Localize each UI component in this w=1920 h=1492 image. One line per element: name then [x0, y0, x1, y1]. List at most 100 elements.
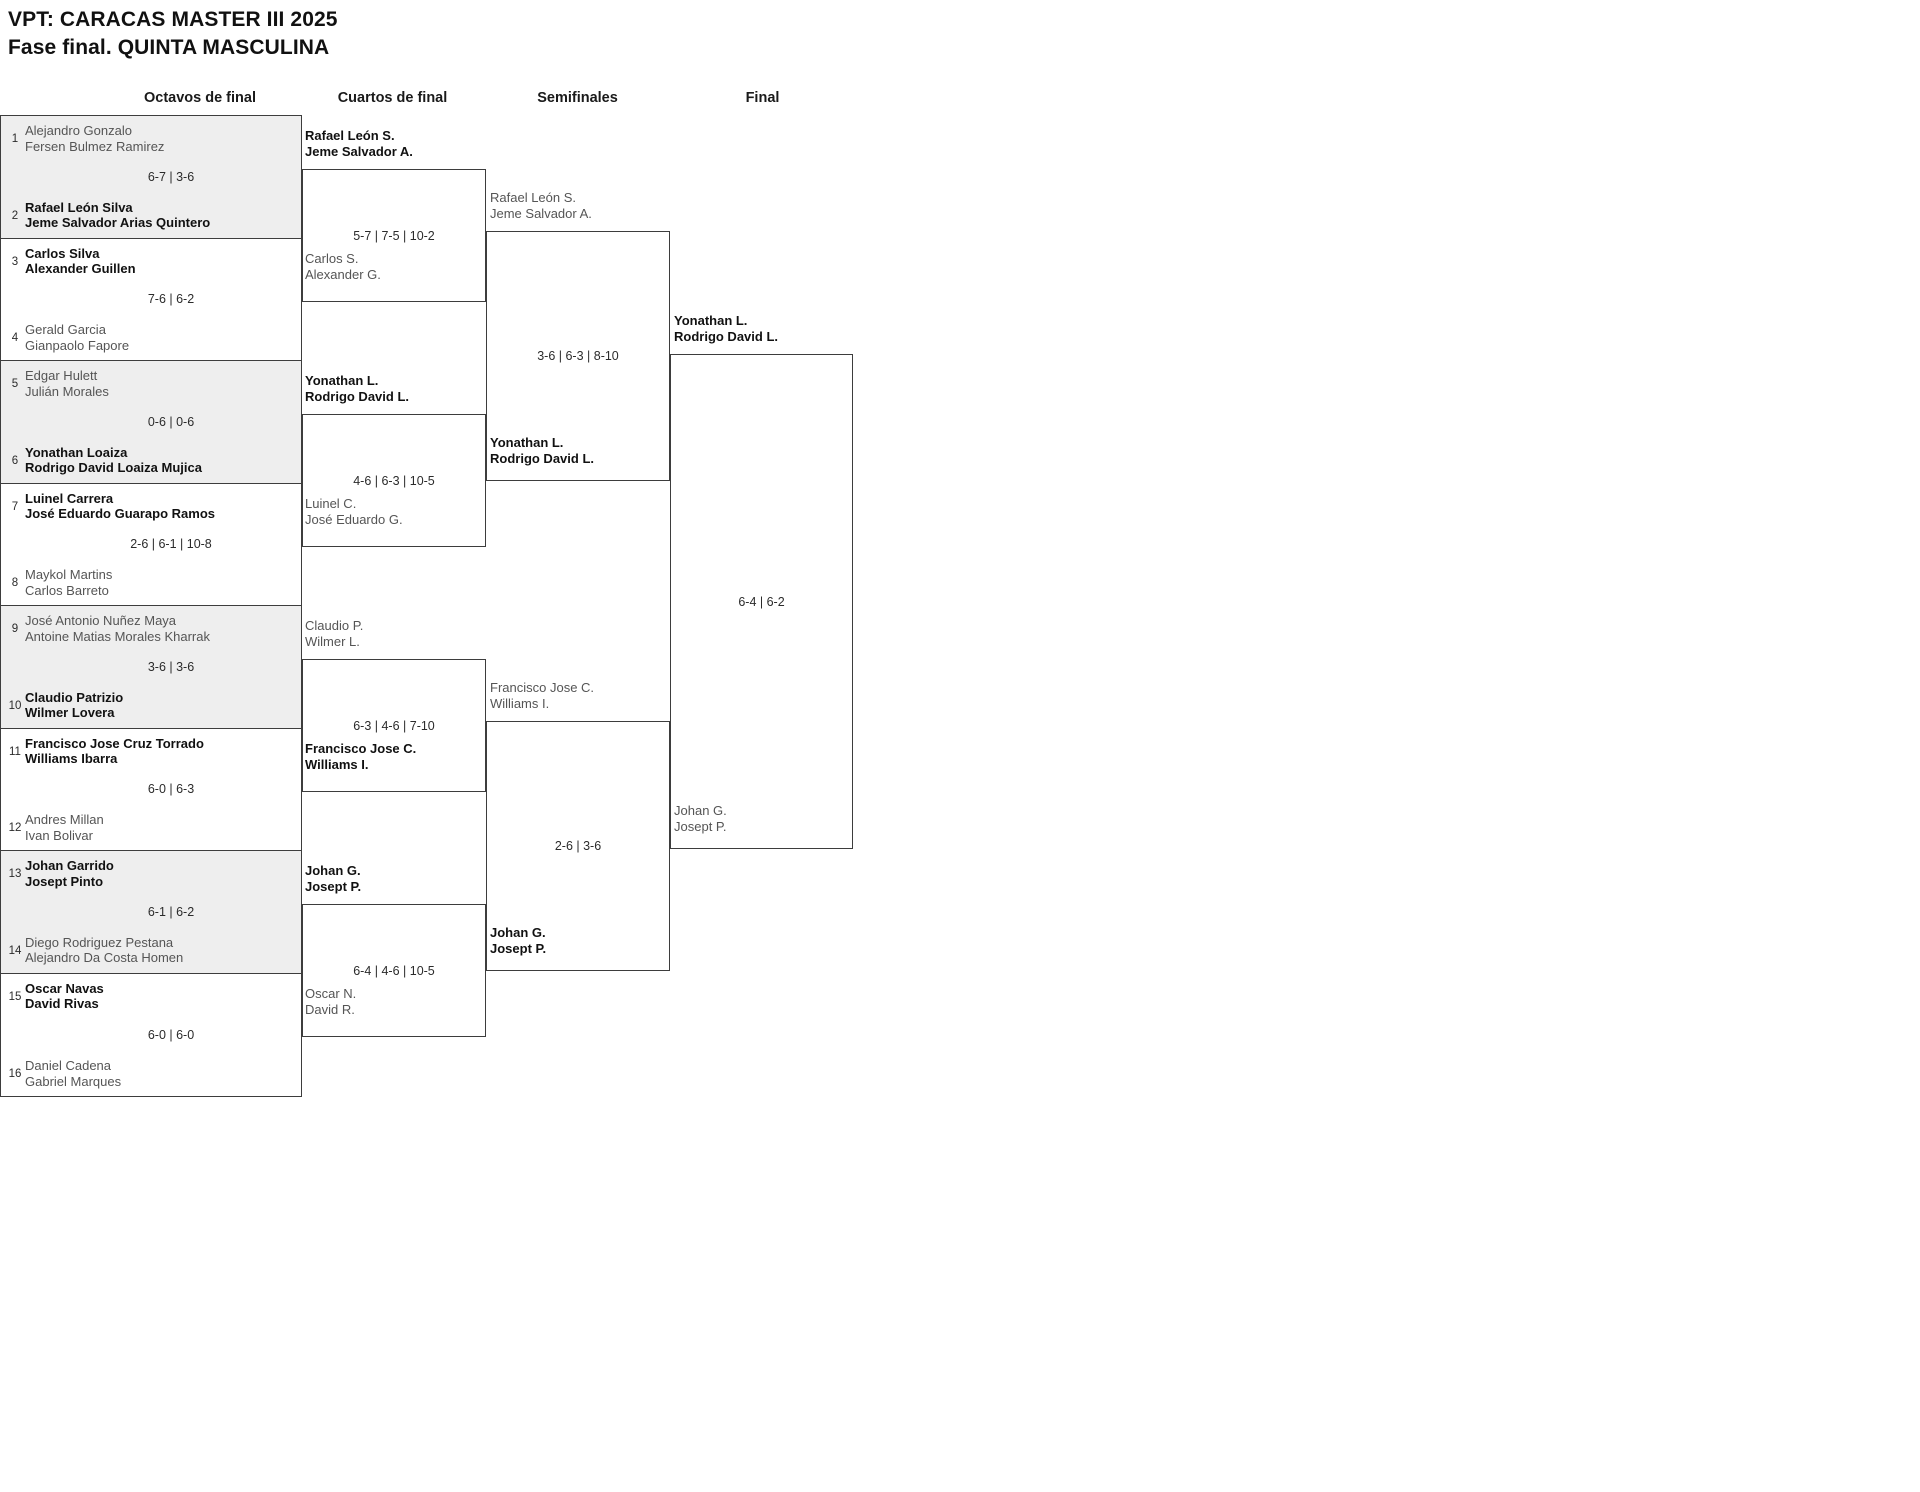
match-bracket-box[interactable]: 6-4 | 4-6 | 10-5	[302, 904, 486, 1037]
seed-number: 12	[8, 822, 22, 834]
player-name: Williams Ibarra	[25, 751, 118, 766]
team-slot[interactable]: Luinel C. José Eduardo G.	[305, 496, 403, 527]
team-slot[interactable]: Francisco Jose C. Williams I.	[305, 741, 416, 772]
player-name: Luinel C.	[305, 496, 357, 511]
team-slot[interactable]: 7 Luinel Carrera José Eduardo Guarapo Ra…	[5, 491, 297, 522]
seed-number: 10	[8, 699, 22, 712]
player-name: Yonathan L.	[490, 435, 564, 450]
match-bracket-box[interactable]: 5-7 | 7-5 | 10-2	[302, 169, 486, 302]
player-name: Francisco Jose C.	[305, 741, 417, 756]
team-slot[interactable]: 5 Edgar Hulett Julián Morales	[5, 368, 297, 399]
team-slot[interactable]: Francisco Jose C. Williams I.	[490, 680, 594, 711]
team-slot[interactable]: 1 Alejandro Gonzalo Fersen Bulmez Ramire…	[5, 123, 297, 154]
seed-number: 9	[11, 623, 19, 635]
player-name: Yonathan L.	[305, 373, 379, 388]
player-name: Oscar Navas	[25, 980, 104, 996]
player-name: Josept P.	[490, 940, 547, 956]
match-score: 5-7 | 7-5 | 10-2	[353, 228, 435, 243]
player-name: Maykol Martins	[25, 567, 113, 582]
team-slot[interactable]: Carlos S. Alexander G.	[305, 251, 381, 282]
match-bracket-box[interactable]: 6-4 | 6-2	[670, 354, 853, 849]
player-name: Jeme Salvador Arias Quintero	[25, 215, 211, 230]
team-slot[interactable]: 12 Andres Millan Ivan Bolivar	[5, 812, 297, 843]
team-slot[interactable]: 8 Maykol Martins Carlos Barreto	[5, 567, 297, 598]
team-slot[interactable]: Johan G. Josept P.	[305, 863, 361, 894]
player-name: Oscar N.	[305, 986, 357, 1001]
match-row[interactable]: 15 Oscar Navas David Rivas 6-0 | 6-0 16 …	[1, 973, 301, 1096]
match-bracket-box[interactable]: 3-6 | 6-3 | 8-10	[486, 231, 670, 481]
match-row[interactable]: 11 Francisco Jose Cruz Torrado Williams …	[1, 728, 301, 851]
team-slot[interactable]: 15 Oscar Navas David Rivas	[5, 981, 297, 1012]
match-row[interactable]: 7 Luinel Carrera José Eduardo Guarapo Ra…	[1, 483, 301, 606]
team-slot[interactable]: 14 Diego Rodriguez Pestana Alejandro Da …	[5, 935, 297, 966]
round-octavos-de-final: 1 Alejandro Gonzalo Fersen Bulmez Ramire…	[0, 115, 302, 1097]
match-score: 6-3 | 4-6 | 7-10	[353, 718, 435, 733]
match-score: 2-6 | 6-1 | 10-8	[130, 537, 212, 552]
team-slot[interactable]: Johan G. Josept P.	[490, 925, 546, 956]
seed-number: 2	[11, 209, 19, 222]
match-row[interactable]: 13 Johan Garrido Josept Pinto 6-1 | 6-2 …	[1, 851, 301, 974]
tournament-title-line-2: Fase final. QUINTA MASCULINA	[8, 36, 330, 59]
seed-number: 16	[8, 1068, 22, 1080]
player-name: Luinel Carrera	[25, 490, 114, 506]
seed-number: 3	[11, 255, 19, 268]
round-header-final: Final	[745, 90, 780, 106]
player-name: David R.	[305, 1001, 355, 1017]
match-row[interactable]: 9 José Antonio Nuñez Maya Antoine Matias…	[1, 606, 301, 729]
player-name: Josept Pinto	[25, 873, 104, 889]
match-score: 2-6 | 3-6	[554, 839, 602, 853]
team-slot[interactable]: Claudio P. Wilmer L.	[305, 618, 363, 649]
seed-number: 14	[8, 944, 22, 957]
team-slot[interactable]: 3 Carlos Silva Alexander Guillen	[5, 246, 297, 277]
player-name: José Antonio Nuñez Maya	[25, 613, 177, 628]
player-name: Yonathan Loaiza	[25, 444, 128, 460]
player-name: Johan G.	[305, 863, 361, 878]
team-slot[interactable]: Yonathan L. Rodrigo David L.	[674, 313, 778, 344]
team-slot[interactable]: 9 José Antonio Nuñez Maya Antoine Matias…	[5, 613, 297, 644]
team-slot[interactable]: 11 Francisco Jose Cruz Torrado Williams …	[5, 736, 297, 767]
player-name: José Eduardo G.	[305, 511, 403, 527]
match-bracket-box[interactable]: 6-3 | 4-6 | 7-10	[302, 659, 486, 792]
team-slot[interactable]: Yonathan L. Rodrigo David L.	[490, 435, 594, 466]
team-slot[interactable]: 10 Claudio Patrizio Wilmer Lovera	[5, 690, 297, 721]
match-row[interactable]: 3 Carlos Silva Alexander Guillen 7-6 | 6…	[1, 238, 301, 361]
team-slot[interactable]: Oscar N. David R.	[305, 986, 356, 1017]
player-name: Francisco Jose C.	[490, 680, 595, 695]
player-name: Edgar Hulett	[25, 368, 98, 383]
player-name: Diego Rodriguez Pestana	[25, 934, 174, 950]
player-name: Carlos S.	[305, 251, 359, 266]
match-score: 3-6 | 3-6	[147, 659, 195, 674]
team-slot[interactable]: 2 Rafael León Silva Jeme Salvador Arias …	[5, 200, 297, 231]
match-score: 6-0 | 6-0	[147, 1027, 195, 1042]
player-name: Julián Morales	[25, 383, 109, 399]
team-slot[interactable]: 16 Daniel Cadena Gabriel Marques	[5, 1058, 297, 1089]
player-name: Rafael León S.	[305, 128, 395, 143]
team-slot[interactable]: Rafael León S. Jeme Salvador A.	[490, 190, 592, 221]
seed-number: 15	[8, 990, 22, 1003]
match-score: 7-6 | 6-2	[147, 292, 195, 307]
match-bracket-box[interactable]: 4-6 | 6-3 | 10-5	[302, 414, 486, 547]
player-name: Rodrigo David L.	[490, 450, 594, 466]
match-score: 6-4 | 6-2	[738, 594, 785, 609]
team-slot[interactable]: 13 Johan Garrido Josept Pinto	[5, 858, 297, 889]
match-score: 4-6 | 6-3 | 10-5	[353, 473, 435, 488]
player-name: Wilmer L.	[305, 633, 360, 649]
team-slot[interactable]: 4 Gerald Garcia Gianpaolo Fapore	[5, 322, 297, 353]
player-name: Rafael León Silva	[25, 199, 133, 215]
round-header-octavos: Octavos de final	[143, 90, 256, 106]
player-name: Carlos Silva	[25, 245, 100, 261]
team-slot[interactable]: Yonathan L. Rodrigo David L.	[305, 373, 409, 404]
team-slot[interactable]: 6 Yonathan Loaiza Rodrigo David Loaiza M…	[5, 445, 297, 476]
player-name: Wilmer Lovera	[25, 705, 115, 720]
round-header-semifinales: Semifinales	[537, 90, 618, 106]
match-bracket-box[interactable]: 2-6 | 3-6	[486, 721, 670, 971]
team-slot[interactable]: Johan G. Josept P.	[674, 803, 727, 834]
match-row[interactable]: 5 Edgar Hulett Julián Morales 0-6 | 0-6 …	[1, 361, 301, 484]
player-name: Rodrigo David L.	[674, 328, 778, 344]
player-name: Antoine Matias Morales Kharrak	[25, 628, 210, 644]
player-name: Ivan Bolivar	[25, 827, 93, 843]
player-name: Alexander Guillen	[25, 261, 136, 276]
match-row[interactable]: 1 Alejandro Gonzalo Fersen Bulmez Ramire…	[1, 116, 301, 239]
player-name: Josept P.	[305, 878, 362, 894]
team-slot[interactable]: Rafael León S. Jeme Salvador A.	[305, 128, 413, 159]
